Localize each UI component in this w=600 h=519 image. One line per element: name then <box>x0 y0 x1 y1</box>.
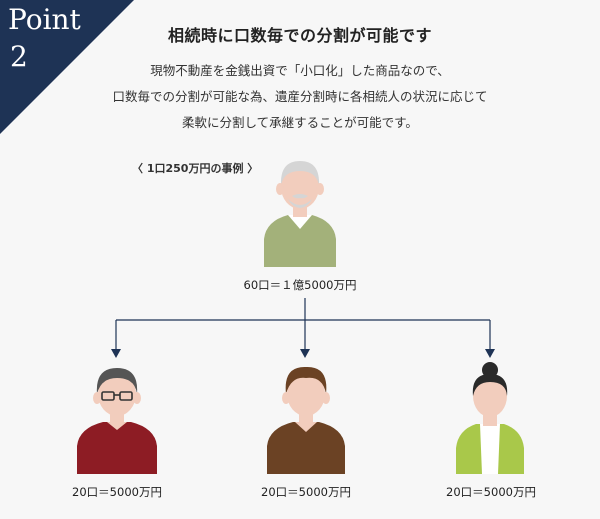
arrow-down-icon <box>111 349 121 358</box>
heir-1-person-icon <box>77 368 157 474</box>
point-badge <box>0 0 134 134</box>
description-line-1: 現物不動産を金銭出資で「小口化」した商品なので、 <box>150 63 450 78</box>
heir-1-shares-label: 20口＝5000万円 <box>72 485 162 499</box>
heir-2-shares-label: 20口＝5000万円 <box>261 485 351 499</box>
heir-2-person-icon <box>267 366 345 474</box>
point-badge-word: Point <box>8 3 81 36</box>
parent-shares-label: 60口＝１億5000万円 <box>243 278 357 292</box>
arrow-down-icon <box>300 349 310 358</box>
heir-3-person-icon <box>456 362 524 474</box>
parent-person-icon <box>264 161 336 267</box>
point-badge-number: 2 <box>10 40 28 73</box>
section-title: 相続時に口数毎での分割が可能です <box>167 26 432 45</box>
example-label: 〈 1口250万円の事例 〉 <box>132 162 259 175</box>
heir-3-shares-label: 20口＝5000万円 <box>446 485 536 499</box>
arrow-down-icon <box>485 349 495 358</box>
description-line-3: 柔軟に分割して承継することが可能です。 <box>182 115 418 130</box>
description-line-2: 口数毎での分割が可能な為、遺産分割時に各相続人の状況に応じて <box>112 89 488 104</box>
